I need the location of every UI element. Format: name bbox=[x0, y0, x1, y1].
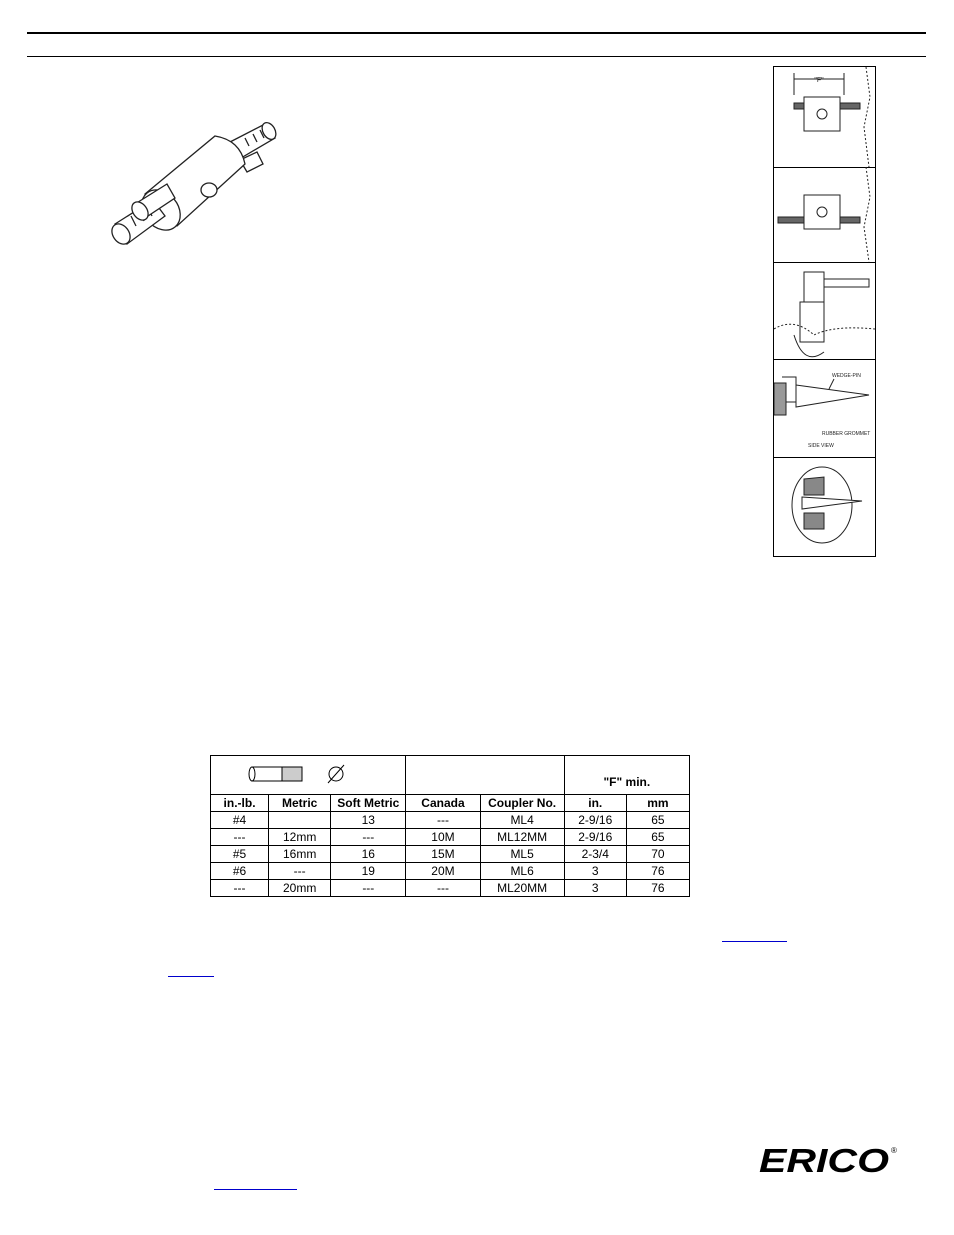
coupler-spec-table: "F" min. in.-lb. Metric Soft Metric Cana… bbox=[209, 755, 691, 897]
table-cell: ML6 bbox=[479, 862, 565, 880]
header-rule-top bbox=[27, 32, 926, 34]
side-view-label: SIDE VIEW bbox=[808, 443, 834, 449]
blank-header-cell bbox=[405, 755, 565, 795]
table-cell: 12mm bbox=[268, 828, 332, 846]
column-header: Coupler No. bbox=[479, 794, 565, 812]
column-header: Metric bbox=[268, 794, 332, 812]
step-divider bbox=[774, 262, 875, 263]
table-row: #5 16mm 16 15M ML5 2-3/4 70 bbox=[209, 845, 691, 863]
table-cell: 16 bbox=[330, 845, 407, 863]
column-header: Canada bbox=[405, 794, 481, 812]
table-cell: ML12MM bbox=[479, 828, 565, 846]
rubber-grommet-label: RUBBER GROMMET bbox=[822, 431, 870, 437]
table-cell: 13 bbox=[330, 811, 407, 829]
table-cell: --- bbox=[209, 879, 270, 897]
table-cell: --- bbox=[405, 811, 481, 829]
table-row: #6 --- 19 20M ML6 3 76 bbox=[209, 862, 691, 880]
table-cell: 2-3/4 bbox=[563, 845, 627, 863]
table-cell: 76 bbox=[625, 879, 691, 897]
table-cell bbox=[268, 811, 332, 829]
table-row: --- 20mm --- --- ML20MM 3 76 bbox=[209, 879, 691, 897]
table-cell: 16mm bbox=[268, 845, 332, 863]
hyperlink[interactable] bbox=[168, 976, 214, 977]
step-divider bbox=[774, 167, 875, 168]
table-cell: 65 bbox=[625, 811, 691, 829]
table-cell: ML4 bbox=[479, 811, 565, 829]
table-row: #4 13 --- ML4 2-9/16 65 bbox=[209, 811, 691, 829]
table-cell: 20M bbox=[405, 862, 481, 880]
table-cell: 15M bbox=[405, 845, 481, 863]
installation-steps-drawing: "F" WEDGE-PIN RUBBER GROMMET bbox=[774, 67, 875, 544]
table-cell: #4 bbox=[209, 811, 270, 829]
f-min-header: "F" min. bbox=[563, 755, 691, 795]
table-cell: --- bbox=[330, 879, 407, 897]
rebar-diameter-icon bbox=[248, 764, 345, 784]
header-rule-bottom bbox=[27, 56, 926, 57]
installation-steps-figure: "F" WEDGE-PIN RUBBER GROMMET bbox=[773, 66, 876, 557]
table-cell: 19 bbox=[330, 862, 407, 880]
table-cell: 3 bbox=[563, 879, 627, 897]
f-min-label: "F" min. bbox=[603, 775, 651, 789]
table-cell: --- bbox=[209, 828, 270, 846]
logo-text: ERICO bbox=[759, 1143, 889, 1177]
column-header: mm bbox=[625, 794, 691, 812]
hyperlink[interactable] bbox=[722, 941, 787, 942]
rebar-size-header bbox=[209, 755, 407, 795]
table-cell: 10M bbox=[405, 828, 481, 846]
table-cell: #5 bbox=[209, 845, 270, 863]
step-divider bbox=[774, 359, 875, 360]
table-cell: #6 bbox=[209, 862, 270, 880]
table-cell: 2-9/16 bbox=[563, 811, 627, 829]
hyperlink[interactable] bbox=[214, 1189, 297, 1190]
registered-mark: ® bbox=[891, 1146, 897, 1155]
table-row: --- 12mm --- 10M ML12MM 2-9/16 65 bbox=[209, 828, 691, 846]
erico-logo: ERICO ® bbox=[759, 1143, 897, 1177]
step-divider bbox=[774, 457, 875, 458]
table-cell: --- bbox=[330, 828, 407, 846]
table-cell: --- bbox=[405, 879, 481, 897]
table-cell: 65 bbox=[625, 828, 691, 846]
table-column-headers: in.-lb. Metric Soft Metric Canada Couple… bbox=[209, 794, 691, 812]
table-cell: 70 bbox=[625, 845, 691, 863]
table-cell: 3 bbox=[563, 862, 627, 880]
table-cell: ML20MM bbox=[479, 879, 565, 897]
column-header: Soft Metric bbox=[330, 794, 407, 812]
column-header: in.-lb. bbox=[209, 794, 270, 812]
wedge-pin-label: WEDGE-PIN bbox=[832, 373, 861, 379]
table-cell: ML5 bbox=[479, 845, 565, 863]
table-cell: --- bbox=[268, 862, 332, 880]
column-header: in. bbox=[563, 794, 627, 812]
coupler-illustration bbox=[111, 121, 277, 245]
table-cell: 2-9/16 bbox=[563, 828, 627, 846]
table-cell: 20mm bbox=[268, 879, 332, 897]
dimension-label: "F" bbox=[814, 77, 824, 84]
table-cell: 76 bbox=[625, 862, 691, 880]
